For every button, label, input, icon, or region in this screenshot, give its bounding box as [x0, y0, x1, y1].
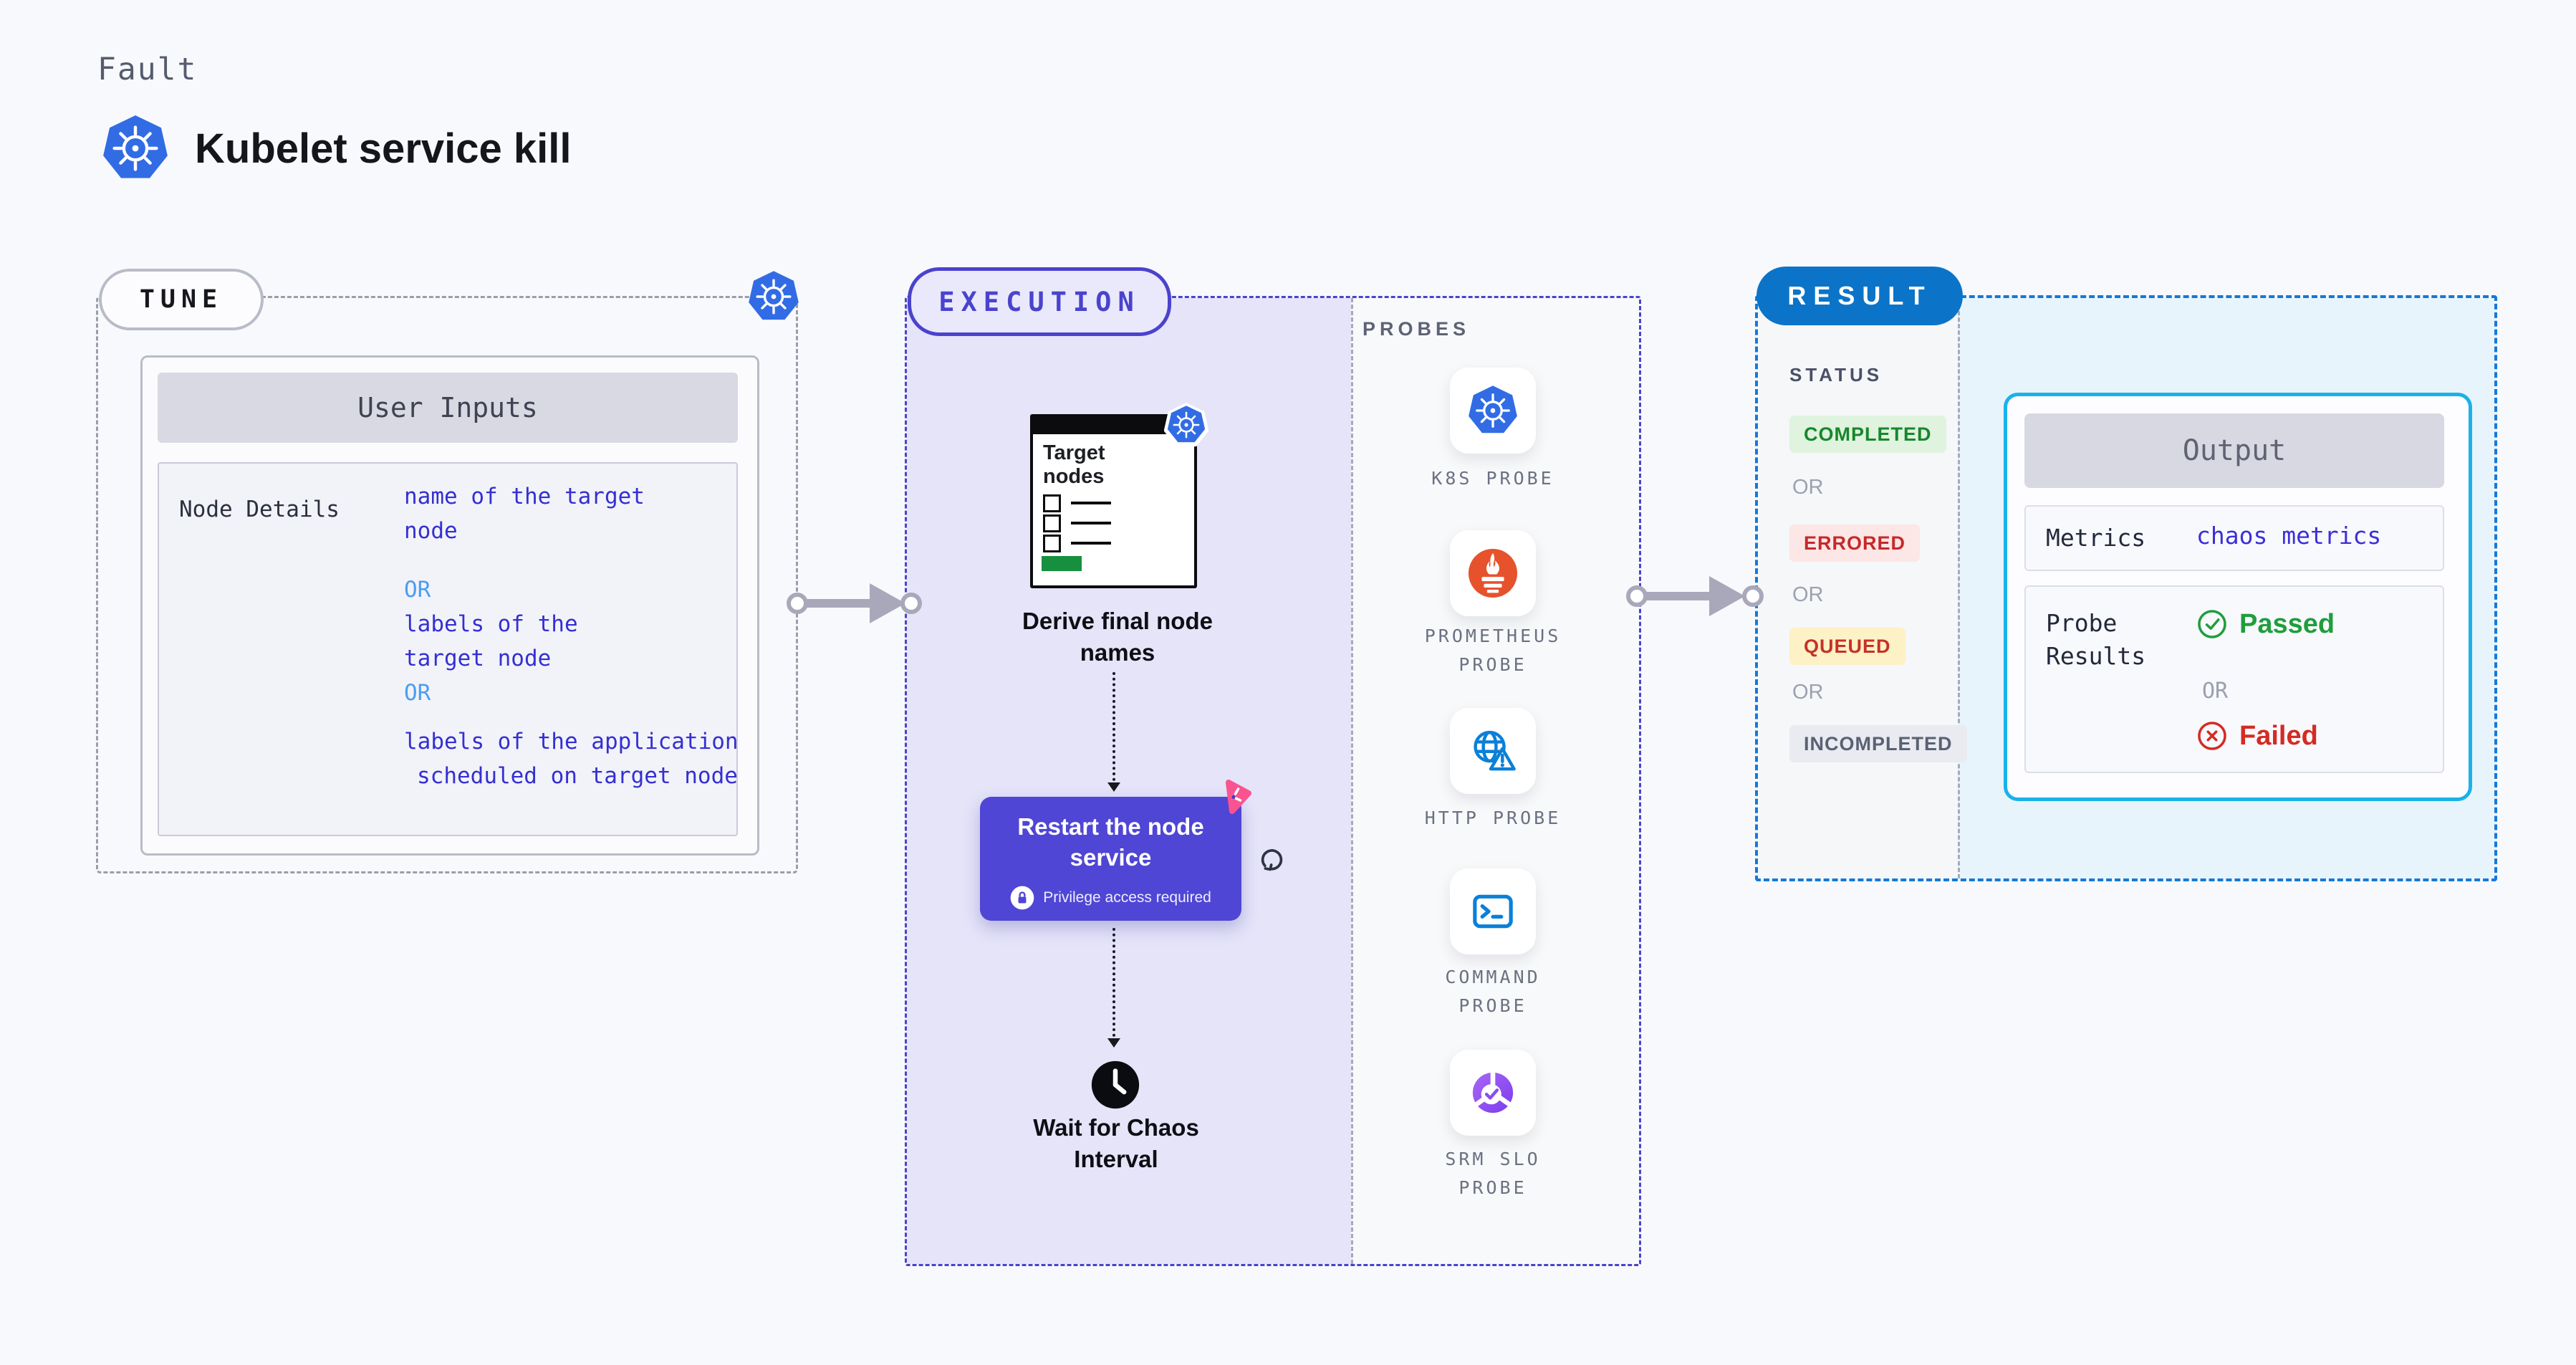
user-inputs-table: Node Details name of the target node OR … — [158, 462, 741, 836]
status-badge-queued: QUEUED — [1789, 628, 1905, 665]
wait-chaos-interval-step: Wait for Chaos Interval — [1033, 1114, 1199, 1172]
user-inputs-header: User Inputs — [158, 373, 738, 443]
execution-section-badge: EXECUTION — [908, 267, 1171, 336]
metrics-row: Metrics chaos metrics — [2024, 505, 2444, 571]
target-nodes-title: Target nodes — [1043, 441, 1105, 488]
input-row-values: name of the target node OR labels of the… — [404, 464, 741, 793]
or-label: OR — [404, 577, 431, 603]
metrics-value: chaos metrics — [2196, 522, 2382, 550]
connector-line — [1112, 928, 1115, 1037]
or-label: OR — [404, 680, 431, 706]
node-list-item — [1043, 494, 1111, 512]
terminal-icon — [1466, 885, 1519, 938]
probe-card-k8s — [1450, 368, 1536, 454]
confirm-button-illustration — [1042, 556, 1082, 571]
probe-label: SRM SLO PROBE — [1445, 1149, 1541, 1198]
node-line — [1071, 502, 1111, 504]
prometheus-icon — [1468, 548, 1518, 598]
probe-results-label: Probe Results — [2046, 609, 2146, 670]
output-header: Output — [2024, 413, 2444, 488]
node-line — [1071, 542, 1111, 545]
or-label: OR — [1792, 681, 1824, 704]
input-value-line: name of the target — [404, 484, 645, 509]
input-value-line: target node — [404, 646, 552, 671]
status-badge-completed: COMPLETED — [1789, 416, 1946, 453]
or-label: OR — [1792, 476, 1824, 499]
user-inputs-panel: User Inputs Node Details name of the tar… — [140, 355, 759, 856]
metrics-label: Metrics — [2046, 524, 2146, 552]
flow-arrow-tune-to-execution — [787, 583, 922, 623]
probe-label: K8S PROBE — [1431, 468, 1554, 489]
kubernetes-icon — [1164, 402, 1208, 448]
checkbox-icon — [1043, 494, 1061, 512]
probe-card-command — [1450, 868, 1536, 954]
status-zone — [1758, 298, 1958, 878]
node-line — [1071, 522, 1111, 525]
input-value-line: scheduled on target node — [417, 763, 738, 789]
kubernetes-icon — [1467, 384, 1519, 434]
probe-result-passed: Passed — [2196, 608, 2335, 640]
probe-label: PROMETHEUS PROBE — [1424, 626, 1562, 675]
probe-card-http — [1450, 708, 1536, 794]
checkbox-icon — [1043, 534, 1061, 552]
arrow-down-icon — [1107, 1038, 1120, 1048]
arrow-down-icon — [1107, 782, 1120, 792]
derive-node-names-step: Derive final node names — [1022, 608, 1213, 666]
checkbox-icon — [1043, 514, 1061, 532]
kubernetes-icon — [100, 112, 170, 185]
probe-card-prometheus — [1450, 530, 1536, 616]
lock-icon — [1010, 886, 1035, 910]
probe-label: HTTP PROBE — [1424, 808, 1562, 828]
probe-results-row: Probe Results Passed OR Failed — [2024, 585, 2444, 773]
restart-node-service-card: Restart the node service Privilege acces… — [980, 797, 1241, 921]
or-label: OR — [1792, 583, 1824, 606]
connector-line — [1112, 672, 1115, 781]
privilege-note-label: Privilege access required — [1043, 889, 1211, 906]
probes-heading: PROBES — [1363, 318, 1471, 340]
x-circle-icon — [2198, 722, 2226, 750]
result-section-badge: RESULT — [1756, 267, 1963, 325]
or-label: OR — [2202, 679, 2229, 704]
fault-type-label: Fault — [97, 52, 198, 87]
passed-label: Passed — [2239, 608, 2335, 639]
status-heading: STATUS — [1789, 364, 1883, 385]
restart-step-label: Restart the node service — [1017, 813, 1204, 871]
input-row-label: Node Details — [179, 497, 340, 522]
tune-section-badge: TUNE — [99, 269, 264, 330]
privilege-note: Privilege access required — [980, 886, 1241, 910]
slo-pie-check-icon — [1466, 1066, 1519, 1119]
failed-label: Failed — [2239, 720, 2318, 751]
clock-icon — [1090, 1059, 1141, 1111]
probe-label: COMMAND PROBE — [1445, 967, 1541, 1016]
refresh-icon — [1261, 849, 1283, 871]
check-circle-icon — [2198, 610, 2226, 638]
globe-warning-icon — [1466, 724, 1519, 777]
input-value-line: labels of the application — [404, 729, 739, 755]
input-value-line: labels of the — [404, 611, 578, 637]
probe-card-srm-slo — [1450, 1050, 1536, 1136]
status-badge-incompleted: INCOMPLETED — [1789, 725, 1967, 762]
kubernetes-icon — [747, 269, 800, 321]
node-list-item — [1043, 534, 1111, 552]
input-value-line: node — [404, 518, 458, 544]
page-title: Kubelet service kill — [195, 125, 572, 172]
target-nodes-window: Target nodes — [1030, 414, 1197, 588]
status-badge-errored: ERRORED — [1789, 525, 1921, 562]
chaos-icon — [1218, 778, 1254, 815]
tune-section — [96, 296, 798, 873]
output-card: Output Metrics chaos metrics Probe Resul… — [2004, 393, 2472, 801]
probe-result-failed: Failed — [2196, 720, 2318, 752]
node-list-item — [1043, 514, 1111, 532]
flow-arrow-execution-to-result — [1626, 576, 1764, 616]
